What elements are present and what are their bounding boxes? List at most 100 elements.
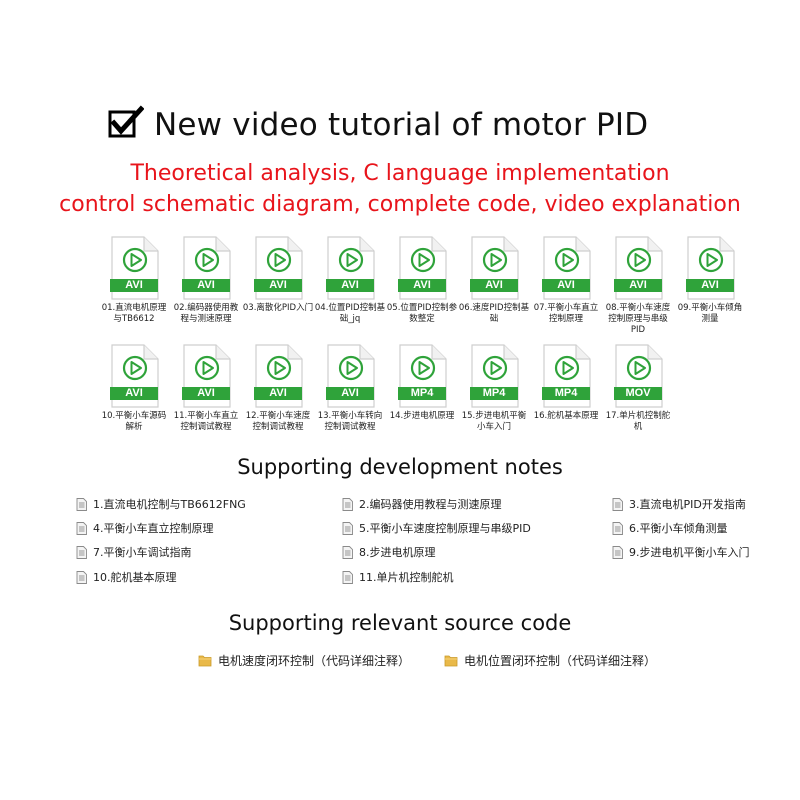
video-file-icon: AVI	[250, 344, 306, 410]
video-file-icon: AVI	[682, 236, 738, 302]
folder-item[interactable]: 电机位置闭环控制（代码详细注释）	[444, 652, 656, 669]
video-file-item[interactable]: AVI 09.平衡小车倾角测量	[674, 236, 746, 336]
note-label: 9.步进电机平衡小车入门	[629, 546, 750, 559]
video-file-item[interactable]: MP4 15.步进电机平衡小车入门	[458, 344, 530, 433]
video-file-icon: MOV	[610, 344, 666, 410]
file-name: 05.位置PID控制参数整定	[386, 303, 458, 324]
video-file-icon: AVI	[178, 344, 234, 410]
file-type-label: AVI	[110, 387, 158, 400]
file-name: 03.离散化PID入门	[242, 303, 314, 313]
checkbox-checked-icon	[108, 105, 144, 140]
file-name: 15.步进电机平衡小车入门	[461, 411, 527, 432]
file-name: 06.速度PID控制基础	[458, 303, 530, 324]
file-name: 14.步进电机原理	[389, 411, 455, 421]
file-type-label: AVI	[182, 279, 230, 292]
document-icon	[76, 497, 87, 511]
video-file-icon: AVI	[394, 236, 450, 302]
note-item[interactable]: 8.步进电机原理	[342, 544, 436, 560]
subtitle-line-1: Theoretical analysis, C language impleme…	[130, 161, 670, 186]
video-file-item[interactable]: AVI 10.平衡小车源码解析	[98, 344, 170, 433]
file-type-label: AVI	[686, 279, 734, 292]
note-item[interactable]: 7.平衡小车调试指南	[76, 544, 192, 560]
document-icon	[76, 570, 87, 584]
file-name: 13.平衡小车转向控制调试教程	[317, 411, 383, 432]
note-label: 6.平衡小车倾角测量	[629, 522, 728, 535]
note-label: 10.舵机基本原理	[93, 571, 177, 584]
video-file-item[interactable]: AVI 07.平衡小车直立控制原理	[530, 236, 602, 336]
note-item[interactable]: 2.编码器使用教程与测速原理	[342, 496, 502, 512]
file-type-label: MOV	[614, 387, 662, 400]
video-file-item[interactable]: AVI 12.平衡小车速度控制调试教程	[242, 344, 314, 433]
document-icon	[342, 497, 353, 511]
video-file-icon: MP4	[466, 344, 522, 410]
video-file-icon: AVI	[106, 344, 162, 410]
document-icon	[612, 497, 623, 511]
video-file-icon: MP4	[394, 344, 450, 410]
file-type-label: AVI	[326, 279, 374, 292]
video-file-icon: AVI	[106, 236, 162, 302]
video-file-item[interactable]: AVI 01.直流电机原理与TB6612	[98, 236, 170, 336]
file-type-label: MP4	[470, 387, 518, 400]
document-icon	[612, 545, 623, 559]
file-name: 10.平衡小车源码解析	[101, 411, 167, 432]
note-label: 4.平衡小车直立控制原理	[93, 522, 214, 535]
folder-label: 电机速度闭环控制（代码详细注释）	[218, 654, 411, 668]
document-icon	[76, 545, 87, 559]
video-file-item[interactable]: AVI 04.位置PID控制基础_jq	[314, 236, 386, 336]
video-file-icon: AVI	[466, 236, 522, 302]
file-name: 04.位置PID控制基础_jq	[314, 303, 386, 324]
video-file-item[interactable]: AVI 03.离散化PID入门	[242, 236, 314, 336]
folder-icon	[198, 655, 212, 667]
file-type-label: AVI	[182, 387, 230, 400]
file-name: 09.平衡小车倾角测量	[677, 303, 743, 324]
file-name: 01.直流电机原理与TB6612	[101, 303, 167, 324]
note-item[interactable]: 4.平衡小车直立控制原理	[76, 520, 214, 536]
note-item[interactable]: 5.平衡小车速度控制原理与串级PID	[342, 520, 531, 536]
note-label: 3.直流电机PID开发指南	[629, 498, 746, 511]
file-type-label: AVI	[542, 279, 590, 292]
file-type-label: MP4	[542, 387, 590, 400]
video-file-item[interactable]: MP4 14.步进电机原理	[386, 344, 458, 433]
file-type-label: AVI	[254, 279, 302, 292]
file-type-label: AVI	[398, 279, 446, 292]
folder-list: 电机速度闭环控制（代码详细注释） 电机位置闭环控制（代码详细注释）	[198, 652, 690, 669]
folder-icon	[444, 655, 458, 667]
document-icon	[342, 545, 353, 559]
file-type-label: AVI	[614, 279, 662, 292]
document-icon	[342, 521, 353, 535]
note-label: 1.直流电机控制与TB6612FNG	[93, 498, 246, 511]
note-item[interactable]: 11.单片机控制舵机	[342, 569, 454, 585]
note-item[interactable]: 3.直流电机PID开发指南	[612, 496, 746, 512]
file-type-label: AVI	[470, 279, 518, 292]
note-item[interactable]: 9.步进电机平衡小车入门	[612, 544, 750, 560]
note-item[interactable]: 1.直流电机控制与TB6612FNG	[76, 496, 246, 512]
video-file-item[interactable]: AVI 05.位置PID控制参数整定	[386, 236, 458, 336]
video-file-icon: AVI	[250, 236, 306, 302]
file-type-label: AVI	[110, 279, 158, 292]
file-name: 16.舵机基本原理	[533, 411, 599, 421]
file-name: 17.单片机控制舵机	[605, 411, 671, 432]
document-icon	[342, 570, 353, 584]
file-name: 07.平衡小车直立控制原理	[533, 303, 599, 324]
video-file-item[interactable]: AVI 13.平衡小车转向控制调试教程	[314, 344, 386, 433]
folder-item[interactable]: 电机速度闭环控制（代码详细注释）	[198, 652, 410, 669]
video-file-item[interactable]: AVI 06.速度PID控制基础	[458, 236, 530, 336]
file-type-label: AVI	[326, 387, 374, 400]
source-title: Supporting relevant source code	[228, 611, 572, 635]
file-name: 12.平衡小车速度控制调试教程	[245, 411, 311, 432]
document-icon	[76, 521, 87, 535]
video-file-item[interactable]: MP4 16.舵机基本原理	[530, 344, 602, 433]
video-file-icon: AVI	[322, 344, 378, 410]
file-type-label: AVI	[254, 387, 302, 400]
note-item[interactable]: 10.舵机基本原理	[76, 569, 177, 585]
file-type-label: MP4	[398, 387, 446, 400]
video-file-item[interactable]: MOV 17.单片机控制舵机	[602, 344, 674, 433]
note-item[interactable]: 6.平衡小车倾角测量	[612, 520, 728, 536]
note-label: 5.平衡小车速度控制原理与串级PID	[359, 522, 531, 535]
folder-label: 电机位置闭环控制（代码详细注释）	[464, 654, 657, 668]
